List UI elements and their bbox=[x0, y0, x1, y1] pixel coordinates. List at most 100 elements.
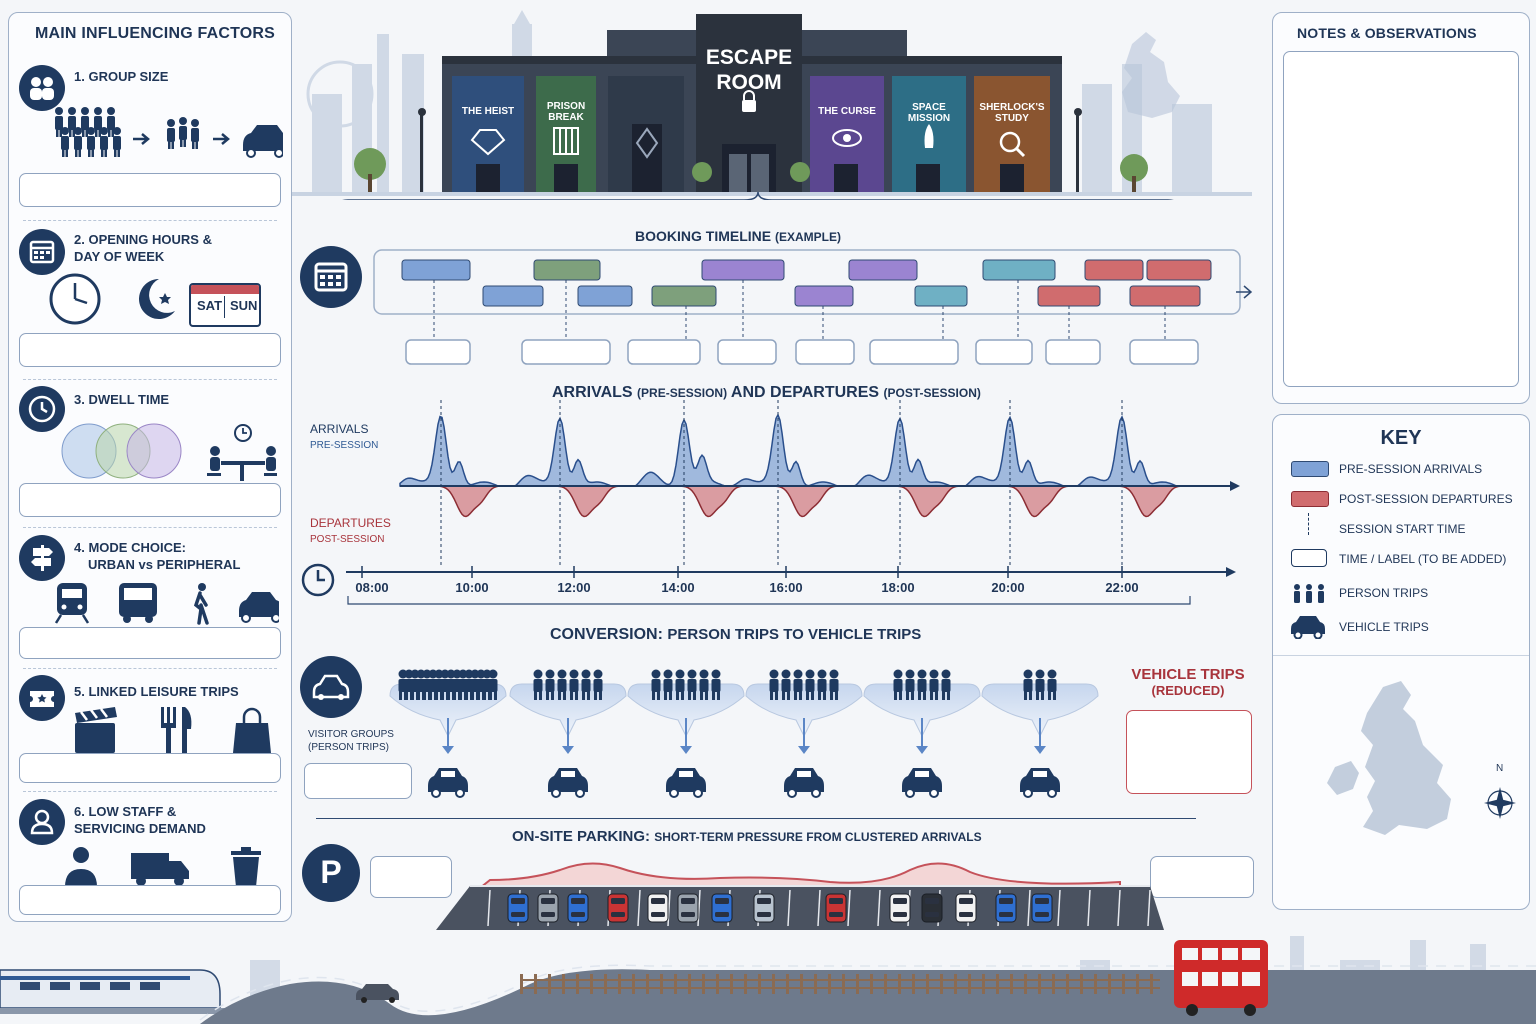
key-swatch-arrivals bbox=[1291, 461, 1329, 477]
factor-5-label: 5. LINKED LEISURE TRIPS bbox=[74, 684, 239, 699]
factor-6-line1: 6. LOW STAFF & bbox=[74, 804, 177, 819]
factor-6-note-box[interactable] bbox=[19, 885, 281, 915]
key-swatch-label-box bbox=[1291, 549, 1327, 567]
factor-2-note-box[interactable] bbox=[19, 333, 281, 367]
factor-3-label: 3. DWELL TIME bbox=[74, 392, 170, 407]
key-swatch-session-line bbox=[1308, 513, 1309, 535]
key-label-departures: POST-SESSION DEPARTURES bbox=[1339, 492, 1513, 506]
staff-icon bbox=[19, 799, 65, 845]
divider bbox=[23, 527, 277, 528]
car-icon bbox=[1019, 767, 1061, 798]
arrivals-label: ARRIVALS bbox=[310, 422, 369, 436]
car-icon bbox=[901, 767, 943, 798]
notes-title: NOTES & OBSERVATIONS bbox=[1297, 25, 1477, 41]
clock-moon-weekend-icons bbox=[49, 273, 175, 325]
saturday-label: SAT bbox=[197, 298, 223, 313]
parked-car bbox=[567, 893, 589, 923]
booking-timeline-diagram bbox=[373, 249, 1253, 365]
compass-icon bbox=[1484, 787, 1516, 819]
factor-4-line2: URBAN vs PERIPHERAL bbox=[88, 557, 241, 572]
parking-note-box-left[interactable] bbox=[370, 856, 452, 898]
visitor-groups-note-box[interactable] bbox=[304, 763, 412, 799]
departures-label: DEPARTURES bbox=[310, 516, 391, 530]
time-label: 08:00 bbox=[355, 580, 389, 595]
notes-input-area[interactable] bbox=[1283, 51, 1519, 387]
divider bbox=[23, 668, 277, 669]
parked-car bbox=[647, 893, 669, 923]
vehicle-trips-icon bbox=[1291, 616, 1325, 639]
parking-note-box-right[interactable] bbox=[1150, 856, 1254, 898]
visitor-group bbox=[745, 669, 863, 798]
time-label: 18:00 bbox=[881, 580, 915, 595]
weekend-calendar: SAT SUN bbox=[189, 283, 261, 327]
factor-2-label: 2. OPENING HOURS & DAY OF WEEK bbox=[74, 231, 212, 265]
parking-symbol: P bbox=[320, 854, 342, 890]
building-sign-line2: ROOM bbox=[716, 71, 781, 94]
visitor-group bbox=[981, 669, 1099, 798]
vehicle-trips-line1: VEHICLE TRIPS bbox=[1131, 666, 1245, 683]
visitor-group bbox=[509, 669, 627, 798]
key-label-person-trips: PERSON TRIPS bbox=[1339, 586, 1429, 600]
time-label: 12:00 bbox=[557, 580, 591, 595]
room-2-name-line2: BREAK bbox=[548, 112, 584, 123]
factor-3-note-box[interactable] bbox=[19, 483, 281, 517]
parking-icon: P bbox=[302, 844, 360, 902]
building-sign-line1: ESCAPE bbox=[706, 46, 792, 69]
key-swatch-departures bbox=[1291, 491, 1329, 507]
parked-car bbox=[921, 893, 943, 923]
booking-title-text: BOOKING TIMELINE bbox=[635, 228, 772, 244]
departures-axis-label: DEPARTURES POST-SESSION bbox=[310, 516, 391, 545]
compass-north-label: N bbox=[1496, 763, 1504, 774]
vehicle-trips-note-box[interactable] bbox=[1126, 710, 1252, 794]
factor-2-line2: DAY OF WEEK bbox=[74, 249, 165, 264]
divider bbox=[23, 379, 277, 380]
key-label-vehicle-trips: VEHICLE TRIPS bbox=[1339, 620, 1429, 634]
arrivals-departures-chart bbox=[301, 400, 1240, 605]
notes-panel: NOTES & OBSERVATIONS bbox=[1272, 12, 1530, 404]
parked-car bbox=[677, 893, 699, 923]
car-icon bbox=[665, 767, 707, 798]
time-label: 22:00 bbox=[1105, 580, 1139, 595]
clock-icon bbox=[19, 386, 65, 432]
room-3-name: THE CURSE bbox=[818, 106, 876, 117]
group-to-car-icon bbox=[55, 107, 283, 158]
time-label: 14:00 bbox=[661, 580, 695, 595]
arrivals-sub: PRE-SESSION bbox=[310, 440, 379, 451]
calendar-icon bbox=[300, 246, 362, 308]
parked-car bbox=[507, 893, 529, 923]
factor-1-note-box[interactable] bbox=[19, 173, 281, 207]
conversion-title: CONVERSION: PERSON TRIPS TO VEHICLE TRIP… bbox=[550, 626, 921, 644]
divider bbox=[23, 220, 277, 221]
factor-6-line2: SERVICING DEMAND bbox=[74, 821, 206, 836]
key-divider bbox=[1273, 655, 1529, 656]
parked-car bbox=[537, 893, 559, 923]
car-icon bbox=[547, 767, 589, 798]
key-label-arrivals: PRE-SESSION ARRIVALS bbox=[1339, 462, 1483, 476]
factor-6-label: 6. LOW STAFF & SERVICING DEMAND bbox=[74, 803, 206, 837]
booking-subtitle-text: (EXAMPLE) bbox=[775, 230, 842, 244]
room-panels bbox=[452, 76, 1050, 194]
panel-title: MAIN INFLUENCING FACTORS bbox=[35, 25, 276, 42]
visitor-groups-label: VISITOR GROUPS (PERSON TRIPS) bbox=[308, 728, 394, 754]
groups-line1: VISITOR GROUPS bbox=[308, 729, 394, 740]
divider bbox=[23, 791, 277, 792]
visitor-group bbox=[863, 669, 981, 798]
factor-1-label: 1. GROUP SIZE bbox=[74, 69, 169, 84]
escape-room-building: ESCAPE ROOM THE HEIST PRISON BREAK THE C… bbox=[292, 10, 1252, 200]
room-1-name: THE HEIST bbox=[462, 106, 514, 117]
arrivals-departures-title: ARRIVALS (PRE-SESSION) AND DEPARTURES (P… bbox=[552, 384, 981, 402]
vehicle-trips-line2: (REDUCED) bbox=[1151, 683, 1225, 698]
film-dining-shopping-icons bbox=[75, 707, 271, 753]
room-4-name-line1: SPACE bbox=[912, 102, 946, 113]
factor-4-note-box[interactable] bbox=[19, 627, 281, 659]
arrivals-title-a-sub: (PRE-SESSION) bbox=[637, 386, 728, 400]
groups-line2: (PERSON TRIPS) bbox=[308, 742, 389, 753]
calendar-icon bbox=[19, 229, 65, 275]
room-2-name-line1: PRISON bbox=[547, 101, 585, 112]
factor-4-line1: 4. MODE CHOICE: bbox=[74, 540, 186, 555]
time-label: 20:00 bbox=[991, 580, 1025, 595]
parked-car bbox=[955, 893, 977, 923]
departures-curve bbox=[400, 485, 1190, 518]
factor-5-note-box[interactable] bbox=[19, 753, 281, 783]
time-label: 16:00 bbox=[769, 580, 803, 595]
